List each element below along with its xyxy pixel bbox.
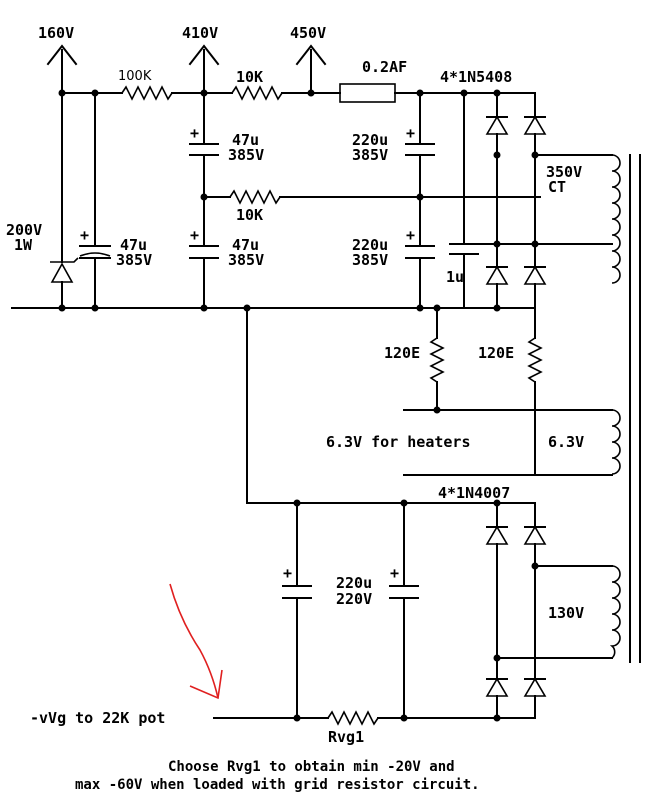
- c1-value: 47u: [120, 236, 147, 254]
- svg-text:+: +: [190, 124, 199, 142]
- capacitor-1u: 1u: [446, 89, 479, 309]
- c2-voltage: 385V: [228, 146, 264, 164]
- svg-text:+: +: [406, 124, 415, 142]
- capacitor-47u-lower: + 47u 385V: [189, 226, 264, 309]
- winding-bias: 130V: [496, 565, 621, 659]
- winding-hv-label: 350V: [546, 163, 582, 181]
- svg-text:+: +: [190, 226, 199, 244]
- winding-bias-label: 130V: [548, 604, 584, 622]
- r-120e-right-label: 120E: [478, 344, 514, 362]
- winding-hv-ct-label: CT: [548, 178, 566, 196]
- c3-voltage: 385V: [228, 251, 264, 269]
- annotation-arrow: [169, 583, 223, 700]
- r-vg-label: Rvg1: [328, 728, 364, 746]
- fuse: 0.2AF: [339, 58, 407, 103]
- output-bus: Rvg1 -vVg to 22K pot: [30, 709, 536, 746]
- heaters-label: 6.3V for heaters: [326, 433, 471, 451]
- note-line2: max -60V when loaded with grid resistor …: [75, 777, 480, 793]
- bridge-hv: [463, 92, 547, 309]
- svg-text:+: +: [390, 564, 399, 582]
- resistor-10k-mid: 10K: [203, 189, 541, 224]
- rail-450v: 450V: [290, 24, 327, 94]
- capacitor-47u-left: + 47u 385V: [79, 92, 152, 309]
- capacitor-220u-upper: + 220u 385V: [352, 92, 435, 245]
- c1-voltage: 385V: [116, 251, 152, 269]
- resistor-10k-top: 10K: [231, 68, 283, 101]
- resistor-100k: 100K: [118, 69, 173, 101]
- c5-value: 220u: [352, 236, 388, 254]
- svg-text:+: +: [283, 564, 292, 582]
- bridge-hv-label: 4*1N5408: [440, 68, 512, 86]
- resistor-10k-mid-label: 10K: [236, 206, 263, 224]
- capacitor-220u-bias-left: +: [282, 502, 312, 719]
- capacitor-220u-bias-right: + 220u 220V: [336, 502, 419, 719]
- ground-bus: [11, 304, 536, 504]
- note-line1: Choose Rvg1 to obtain min -20V and: [168, 759, 455, 775]
- zener-voltage-label: 200V: [6, 221, 42, 239]
- transformer-core: [629, 154, 641, 663]
- resistor-10k-top-label: 10K: [236, 68, 263, 86]
- resistor-120e-left: 120E: [384, 307, 445, 414]
- r-120e-left-label: 120E: [384, 344, 420, 362]
- c3-value: 47u: [232, 236, 259, 254]
- rail-160v: 160V: [38, 24, 78, 94]
- output-label: -vVg to 22K pot: [30, 709, 165, 727]
- svg-text:+: +: [406, 226, 415, 244]
- c-film-label: 1u: [446, 268, 464, 286]
- c6-value: 220u: [336, 574, 372, 592]
- zener-diode: 200V 1W: [6, 92, 79, 309]
- bridge-neg-label: 4*1N4007: [438, 484, 510, 502]
- winding-heater-label: 6.3V: [548, 433, 584, 451]
- svg-text:+: +: [80, 226, 89, 244]
- winding-heater: 6.3V for heaters 6.3V: [326, 409, 621, 476]
- capacitor-220u-lower: + 220u 385V: [352, 226, 435, 309]
- winding-hv: 350V CT: [534, 154, 621, 284]
- c4-value: 220u: [352, 131, 388, 149]
- c2-value: 47u: [232, 131, 259, 149]
- c6-voltage: 220V: [336, 590, 372, 608]
- c4-voltage: 385V: [352, 146, 388, 164]
- rail-410v: 410V: [182, 24, 220, 94]
- rail-450v-label: 450V: [290, 24, 326, 42]
- c5-voltage: 385V: [352, 251, 388, 269]
- capacitor-47u-upper: + 47u 385V: [189, 92, 264, 245]
- fuse-label: 0.2AF: [362, 58, 407, 76]
- rail-410v-label: 410V: [182, 24, 218, 42]
- rail-160v-label: 160V: [38, 24, 74, 42]
- top-bus: [58, 89, 536, 97]
- resistor-120e-right: 120E: [478, 307, 543, 476]
- zener-power-label: 1W: [14, 236, 33, 254]
- bridge-neg: [485, 502, 547, 719]
- resistor-100k-label: 100K: [118, 69, 152, 84]
